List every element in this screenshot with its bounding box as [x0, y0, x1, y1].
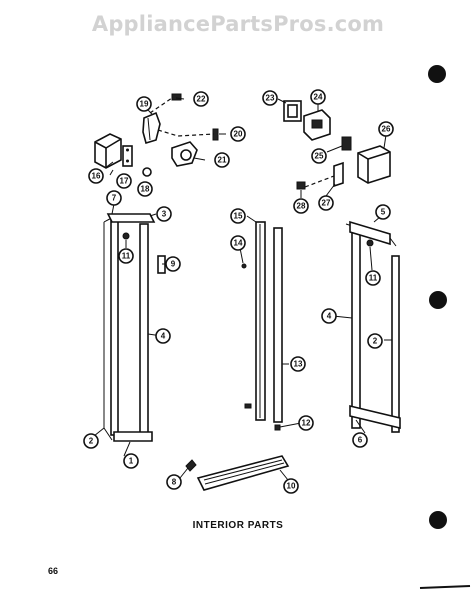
svg-text:28: 28 — [297, 202, 306, 211]
assembly-leader — [304, 175, 335, 188]
diagram-caption: INTERIOR PARTS — [192, 520, 284, 531]
callout-6: 6 — [352, 432, 368, 448]
svg-text:24: 24 — [314, 93, 323, 102]
binder-hole-bottom — [429, 511, 447, 529]
svg-text:13: 13 — [294, 360, 303, 369]
svg-text:26: 26 — [382, 125, 391, 134]
callout-4-left: 4 — [155, 328, 171, 344]
right-frame-assembly — [345, 220, 401, 433]
svg-text:25: 25 — [315, 152, 324, 161]
callout-8: 8 — [166, 474, 182, 490]
callout-2-left: 2 — [83, 433, 99, 449]
svg-text:22: 22 — [197, 95, 206, 104]
svg-text:10: 10 — [287, 482, 296, 491]
svg-text:5: 5 — [381, 208, 386, 217]
part-16-control-box — [94, 133, 122, 169]
svg-text:21: 21 — [218, 156, 227, 165]
part-23-light-shield — [283, 100, 302, 122]
watermark: AppliancePartsPros.com — [91, 12, 385, 36]
callout-2-right: 2 — [367, 333, 383, 349]
center-mullion-assembly — [241, 221, 283, 431]
callout-24: 24 — [310, 89, 326, 105]
callout-leaders — [93, 97, 392, 481]
left-frame-assembly — [103, 213, 156, 442]
assembly-leader — [157, 129, 215, 137]
callout-23: 23 — [262, 90, 278, 106]
part-19-damper-housing — [142, 111, 161, 145]
part-10-grille — [196, 455, 290, 491]
callout-26: 26 — [378, 121, 394, 137]
binder-hole-middle — [429, 291, 447, 309]
svg-text:11: 11 — [122, 252, 131, 261]
svg-text:27: 27 — [322, 199, 331, 208]
part-21-motor — [171, 141, 198, 167]
page-number: 66 — [48, 566, 59, 576]
callout-1: 1 — [123, 453, 139, 469]
callout-28: 28 — [293, 198, 309, 214]
svg-text:4: 4 — [161, 332, 166, 341]
svg-text:4: 4 — [327, 312, 332, 321]
part-26-light-cover — [357, 145, 391, 184]
svg-text:3: 3 — [162, 210, 167, 219]
svg-text:6: 6 — [358, 436, 363, 445]
svg-text:11: 11 — [369, 274, 378, 283]
part-27-plate — [333, 161, 344, 188]
assembly-leader — [149, 97, 173, 114]
part-28-bulb-clip — [296, 181, 306, 190]
callout-4-right: 4 — [321, 308, 337, 324]
part-25-switch — [341, 136, 352, 151]
svg-text:20: 20 — [234, 130, 243, 139]
part-8-screw — [185, 459, 197, 472]
callout-10: 10 — [283, 478, 299, 494]
callout-13: 13 — [290, 356, 306, 372]
svg-text:15: 15 — [234, 212, 243, 221]
callout-18: 18 — [137, 181, 153, 197]
svg-text:23: 23 — [266, 94, 275, 103]
callout-11-right: 11 — [365, 270, 381, 286]
svg-text:19: 19 — [140, 100, 149, 109]
part-20-spring — [212, 128, 219, 141]
svg-text:2: 2 — [373, 337, 378, 346]
svg-text:1: 1 — [129, 457, 134, 466]
callout-21: 21 — [214, 152, 230, 168]
callout-19: 19 — [136, 96, 152, 112]
callout-14: 14 — [230, 235, 246, 251]
svg-text:9: 9 — [171, 260, 176, 269]
callout-12: 12 — [298, 415, 314, 431]
part-24-light-socket — [303, 109, 331, 141]
part-17-bracket — [122, 145, 133, 167]
svg-text:18: 18 — [141, 185, 150, 194]
svg-text:2: 2 — [89, 437, 94, 446]
callout-7: 7 — [106, 190, 122, 206]
callout-15: 15 — [230, 208, 246, 224]
part-18-knob — [142, 167, 152, 177]
callout-16: 16 — [88, 168, 104, 184]
callout-25: 25 — [311, 148, 327, 164]
svg-text:8: 8 — [172, 478, 177, 487]
svg-text:16: 16 — [92, 172, 101, 181]
callout-3: 3 — [156, 206, 172, 222]
callout-17: 17 — [116, 173, 132, 189]
callout-27: 27 — [318, 195, 334, 211]
svg-text:17: 17 — [120, 177, 129, 186]
callout-11-left: 11 — [118, 248, 134, 264]
svg-text:12: 12 — [302, 419, 311, 428]
callout-22: 22 — [193, 91, 209, 107]
callout-20: 20 — [230, 126, 246, 142]
callout-5: 5 — [375, 204, 391, 220]
binder-hole-top — [428, 65, 446, 83]
part-22-screw — [171, 93, 182, 101]
svg-text:7: 7 — [112, 194, 117, 203]
callout-9: 9 — [165, 256, 181, 272]
scan-edge-mark — [419, 585, 471, 589]
svg-text:14: 14 — [234, 239, 243, 248]
